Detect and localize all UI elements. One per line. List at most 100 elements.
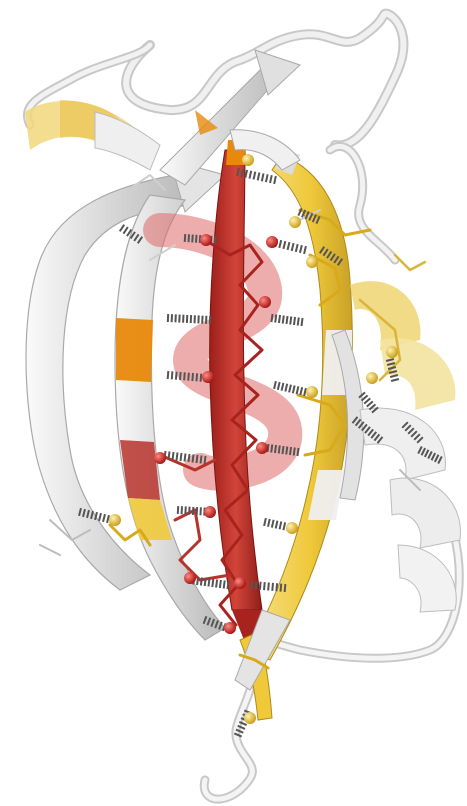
hydrogen-bond-coil xyxy=(304,246,306,254)
hydrogen-bond-coil xyxy=(173,452,174,460)
hydrogen-bond-coil xyxy=(283,316,284,324)
sulfur-atom xyxy=(366,372,378,384)
hydrogen-bond-coil xyxy=(362,395,368,400)
hydrogen-bond-coil xyxy=(262,173,264,181)
hydrogen-bond-coil xyxy=(184,372,185,380)
hydrogen-bond-coil xyxy=(271,445,272,453)
hydrogen-bond-coil xyxy=(285,584,286,592)
hydrogen-bond-coil xyxy=(249,171,251,179)
orange-segment xyxy=(116,318,153,382)
hydrogen-bond-coil xyxy=(281,584,282,592)
hydrogen-bond-coil xyxy=(294,448,295,456)
oxygen-atom xyxy=(184,572,196,584)
hydrogen-bond-coil xyxy=(245,170,247,178)
hydrogen-bond-coil xyxy=(103,514,105,522)
hydrogen-bond-coil xyxy=(120,225,124,232)
hydrogen-bond-coil xyxy=(254,172,256,180)
sulfur-atom xyxy=(306,386,318,398)
hydrogen-bond-coil xyxy=(192,235,193,243)
hydrogen-bond-coil xyxy=(205,578,206,586)
oxygen-atom xyxy=(202,371,214,383)
hydrogen-bond-coil xyxy=(196,373,197,381)
hydrogen-bond-coil xyxy=(290,447,291,455)
sulfur-atom xyxy=(306,256,318,268)
hydrogen-bond-coil xyxy=(272,520,274,528)
hydrogen-bond-coil xyxy=(220,580,221,588)
hydrogen-bond-coil xyxy=(264,582,265,590)
hydrogen-bond-coil xyxy=(107,515,109,523)
sulfur-atom xyxy=(286,522,298,534)
sulfur-atom xyxy=(242,154,254,166)
hydrogen-bond-coil xyxy=(292,243,294,251)
hydrogen-bond-coil xyxy=(279,446,280,454)
hydrogen-bond-coil xyxy=(279,315,280,323)
sulfur-atom xyxy=(289,216,301,228)
hydrogen-bond-coil xyxy=(298,318,299,326)
hydrogen-bond-coil xyxy=(364,398,370,403)
hydrogen-bond-coil xyxy=(276,583,277,591)
hydrogen-bond-coil xyxy=(201,578,202,586)
hydrogen-bond-coil xyxy=(197,577,198,585)
hydrogen-bond-coil xyxy=(289,385,291,393)
hydrogen-bond-coil xyxy=(297,386,299,394)
hydrogen-bond-coil xyxy=(212,579,213,587)
red-segment-lower xyxy=(120,440,160,500)
hydrogen-bond-coil xyxy=(391,379,399,381)
hydrogen-bond-coil xyxy=(280,522,282,530)
hydrogen-bond-coil xyxy=(290,317,291,325)
oxygen-atom xyxy=(234,577,246,589)
hydrogen-bond-coil xyxy=(168,371,169,379)
oxygen-atom xyxy=(200,234,212,246)
hydrogen-bond-coil xyxy=(296,244,298,252)
hydrogen-bond-coil xyxy=(272,583,273,591)
hydrogen-bond-coil xyxy=(208,579,209,587)
oxygen-atom xyxy=(266,236,278,248)
hydrogen-bond-coil xyxy=(188,373,189,381)
hydrogen-bond-coil xyxy=(301,318,302,326)
hydrogen-bond-coil xyxy=(258,173,260,181)
hydrogen-bond-coil xyxy=(227,581,228,589)
hydrogen-bond-coil xyxy=(279,240,281,248)
oxygen-atom xyxy=(256,442,268,454)
hydrogen-bond-coil xyxy=(192,373,193,381)
hydrogen-bond-coil xyxy=(270,175,272,183)
hydrogen-bond-coil xyxy=(169,452,170,460)
hydrogen-bond-coil xyxy=(282,446,283,454)
hydrogen-bond-coil xyxy=(260,582,261,590)
hydrogen-bond-coil xyxy=(177,453,178,461)
hydrogen-bond-coil xyxy=(216,580,217,588)
oxygen-atom xyxy=(259,296,271,308)
hydrogen-bond-coil xyxy=(99,513,101,521)
hydrogen-bond-coil xyxy=(278,382,280,390)
oxygen-atom xyxy=(204,506,216,518)
hydrogen-bond-coil xyxy=(274,381,276,389)
sulfur-atom xyxy=(386,346,398,358)
hydrogen-bond-coil xyxy=(193,455,194,463)
hydrogen-bond-coil xyxy=(300,387,302,395)
hydrogen-bond-coil xyxy=(215,236,216,244)
sulfur-atom xyxy=(244,712,256,724)
hydrogen-bond-coil xyxy=(252,581,253,589)
hydrogen-bond-coil xyxy=(181,453,182,461)
hydrogen-bond-coil xyxy=(123,227,127,234)
hydrogen-bond-coil xyxy=(180,372,181,380)
hydrogen-bond-coil xyxy=(185,454,186,462)
hydrogen-bond-coil xyxy=(201,374,202,382)
hydrogen-bond-coil xyxy=(283,522,285,530)
top-helix xyxy=(25,100,160,170)
hydrogen-bond-coil xyxy=(276,521,278,529)
hydrogen-bond-coil xyxy=(197,455,198,463)
hydrogen-bond-coil xyxy=(297,448,298,456)
hydrogen-bond-coil xyxy=(390,375,398,377)
hydrogen-bond-coil xyxy=(224,581,225,589)
hydrogen-bond-coil xyxy=(196,235,197,243)
hydrogen-bond-coil xyxy=(275,445,276,453)
oxygen-atom xyxy=(154,452,166,464)
hydrogen-bond-coil xyxy=(185,234,186,242)
hydrogen-bond-coil xyxy=(293,385,295,393)
hydrogen-bond-coil xyxy=(286,316,287,324)
hydrogen-bond-coil xyxy=(294,317,295,325)
hydrogen-bond-coil xyxy=(288,242,290,250)
